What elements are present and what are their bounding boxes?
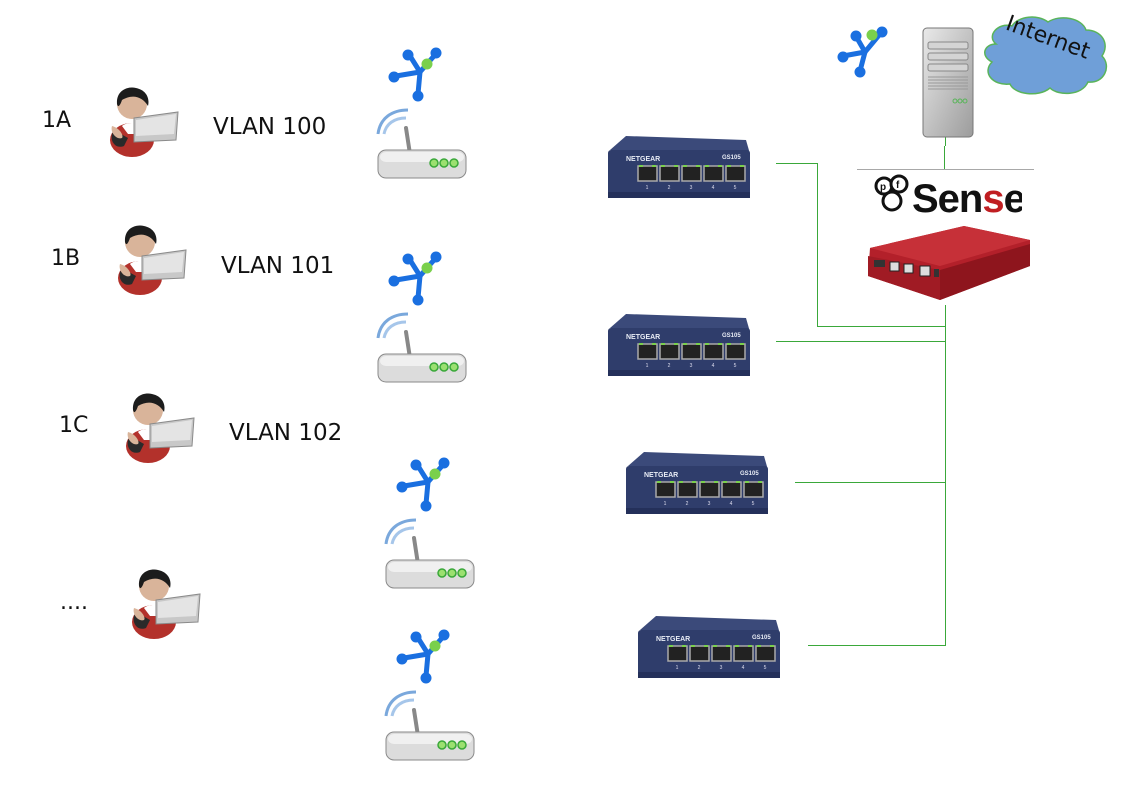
network-switch: NETGEAR GS105 1 2 3 4 5	[622, 450, 772, 526]
pfsense-firewall-appliance	[864, 226, 1032, 302]
switch-port	[721, 481, 742, 498]
switch-port-label: 3	[720, 665, 723, 671]
switch-brand: NETGEAR	[626, 334, 660, 341]
switch-port	[659, 343, 680, 360]
wire	[776, 341, 946, 342]
switch-port	[743, 481, 764, 498]
switch-port	[733, 645, 754, 662]
network-switch: NETGEAR GS105 1 2 3 4 5	[604, 312, 754, 388]
switch-model: GS105	[722, 333, 741, 339]
switch-port	[637, 343, 658, 360]
wire	[945, 136, 946, 146]
switch-port	[711, 645, 732, 662]
pfsense-logo-text: Sen	[912, 177, 982, 216]
network-node-icon	[837, 16, 895, 78]
switch-port-label: 2	[698, 665, 701, 671]
user-laptop-icon	[104, 82, 182, 160]
switch-port	[667, 645, 688, 662]
vlan-label: VLAN 102	[229, 420, 343, 446]
switch-model: GS105	[752, 635, 771, 641]
wire	[944, 146, 945, 170]
switch-port	[699, 481, 720, 498]
switch-port	[703, 343, 724, 360]
switch-port-label: 5	[764, 665, 767, 671]
switch-port	[725, 343, 746, 360]
vlan-label: VLAN 101	[221, 253, 335, 279]
internet-cloud: Internet	[978, 14, 1112, 98]
switch-port-label: 5	[752, 501, 755, 507]
switch-port-label: 3	[708, 501, 711, 507]
switch-port	[681, 343, 702, 360]
switch-port	[655, 481, 676, 498]
wire-trunk	[945, 305, 946, 646]
user-label: 1B	[51, 246, 81, 271]
pfsense-logo-accent: s	[982, 177, 1003, 216]
wire	[817, 163, 818, 326]
switch-port	[659, 165, 680, 182]
switch-port-label: 4	[742, 665, 745, 671]
switch-port-label: 5	[734, 185, 737, 191]
switch-port-label: 3	[690, 363, 693, 369]
user-laptop-icon	[112, 220, 190, 298]
vlan-label: VLAN 100	[213, 114, 327, 140]
svg-text:p: p	[880, 182, 886, 193]
switch-port-label: 2	[668, 185, 671, 191]
switch-brand: NETGEAR	[656, 636, 690, 643]
switch-port-label: 2	[668, 363, 671, 369]
switch-port-label: 1	[646, 363, 649, 369]
wireless-access-point	[376, 454, 480, 594]
switch-brand: NETGEAR	[626, 156, 660, 163]
switch-port-label: 1	[664, 501, 667, 507]
switch-port-label: 2	[686, 501, 689, 507]
user-label: 1C	[59, 413, 89, 438]
switch-port	[677, 481, 698, 498]
user-laptop-icon	[120, 388, 198, 466]
switch-model: GS105	[722, 155, 741, 161]
pfsense-logo: p f Sense	[872, 174, 1022, 216]
switch-port-label: 1	[676, 665, 679, 671]
wire	[817, 326, 946, 327]
wire	[808, 645, 946, 646]
svg-text:f: f	[896, 180, 900, 191]
network-switch: NETGEAR GS105 1 2 3 4 5	[604, 134, 754, 210]
switch-brand: NETGEAR	[644, 472, 678, 479]
switch-port-label: 4	[730, 501, 733, 507]
server-tower-icon	[922, 27, 974, 139]
wire	[776, 163, 818, 164]
divider-line	[857, 169, 1034, 170]
pfsense-logo-end: e	[1004, 177, 1022, 216]
switch-port	[637, 165, 658, 182]
switch-port	[689, 645, 710, 662]
wire	[795, 482, 946, 483]
switch-port-label: 3	[690, 185, 693, 191]
switch-port-label: 1	[646, 185, 649, 191]
switch-port-label: 4	[712, 363, 715, 369]
switch-port-label: 5	[734, 363, 737, 369]
user-laptop-icon	[126, 564, 204, 642]
switch-port	[703, 165, 724, 182]
network-switch: NETGEAR GS105 1 2 3 4 5	[634, 614, 784, 690]
switch-model: GS105	[740, 471, 759, 477]
wireless-access-point	[376, 626, 480, 766]
switch-port	[755, 645, 776, 662]
wireless-access-point	[368, 44, 472, 184]
wireless-access-point	[368, 248, 472, 388]
switch-port	[725, 165, 746, 182]
svg-text:Sense: Sense	[912, 177, 1022, 216]
switch-port-label: 4	[712, 185, 715, 191]
user-label: 1A	[42, 108, 72, 133]
user-label: ....	[60, 590, 88, 615]
switch-port	[681, 165, 702, 182]
